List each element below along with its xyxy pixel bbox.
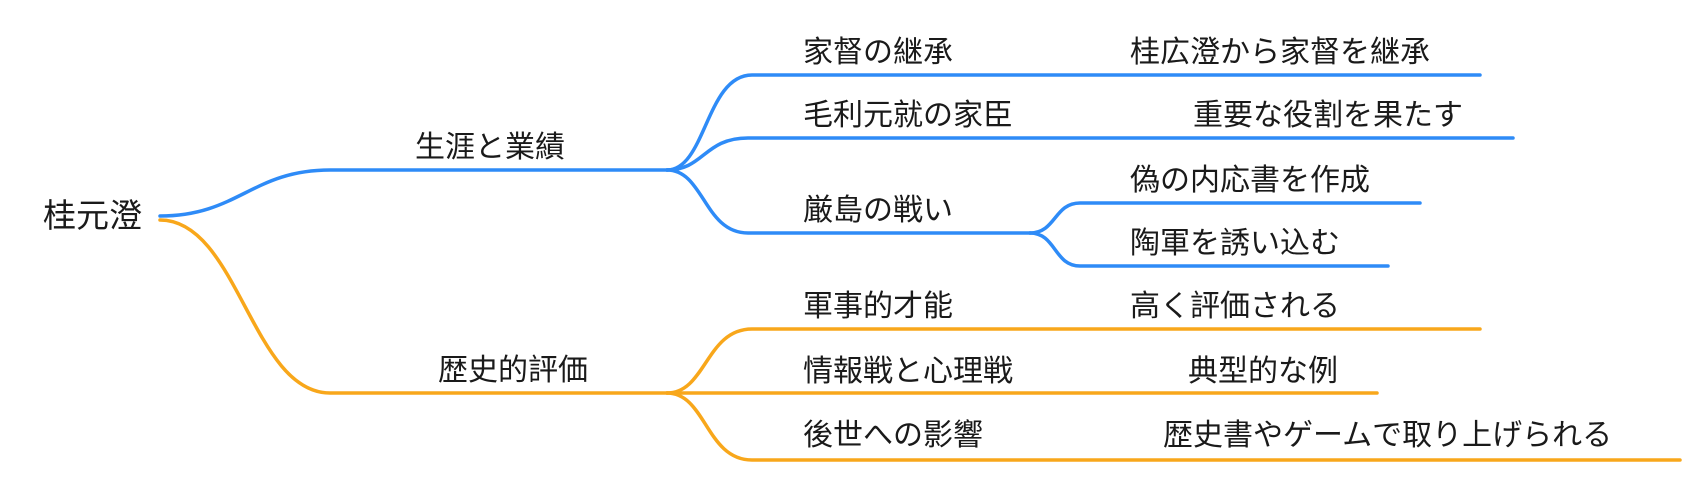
node-succession[interactable]: 家督の継承: [803, 36, 953, 69]
link-eval-to-military-talent: [665, 327, 1482, 395]
node-later-influence-detail[interactable]: 歴史書やゲームで取り上げられる: [1163, 419, 1613, 452]
node-later-influence[interactable]: 後世への影響: [803, 419, 983, 452]
node-itsukushima-battle[interactable]: 厳島の戦い: [803, 194, 953, 227]
link-life-to-itsukushima: [665, 168, 1032, 235]
node-mori-vassal-detail[interactable]: 重要な役割を果たす: [1193, 99, 1463, 132]
node-lure-sue-army[interactable]: 陶軍を誘い込む: [1130, 227, 1340, 260]
link-itsukushima-to-fake-letter: [1028, 201, 1422, 235]
node-root[interactable]: 桂元澄: [43, 197, 142, 234]
link-root-to-historical-evaluation: [158, 218, 669, 395]
node-succession-detail[interactable]: 桂広澄から家督を継承: [1130, 36, 1430, 69]
link-root-to-life-achievements: [158, 168, 669, 218]
node-mori-vassal[interactable]: 毛利元就の家臣: [803, 99, 1013, 132]
node-info-psych-warfare-detail[interactable]: 典型的な例: [1188, 355, 1338, 388]
node-military-talent[interactable]: 軍事的才能: [803, 290, 953, 323]
node-fake-letter[interactable]: 偽の内応書を作成: [1130, 164, 1370, 197]
node-historical-evaluation[interactable]: 歴史的評価: [438, 354, 588, 387]
node-info-psych-warfare[interactable]: 情報戦と心理戦: [803, 355, 1013, 388]
node-military-talent-detail[interactable]: 高く評価される: [1130, 290, 1340, 323]
link-itsukushima-to-lure-sue: [1028, 231, 1390, 268]
link-life-to-succession: [665, 73, 1482, 172]
link-eval-to-later-influence: [665, 391, 1682, 462]
node-life-achievements[interactable]: 生涯と業績: [415, 131, 565, 164]
link-life-to-mori-vassal: [665, 136, 1515, 172]
